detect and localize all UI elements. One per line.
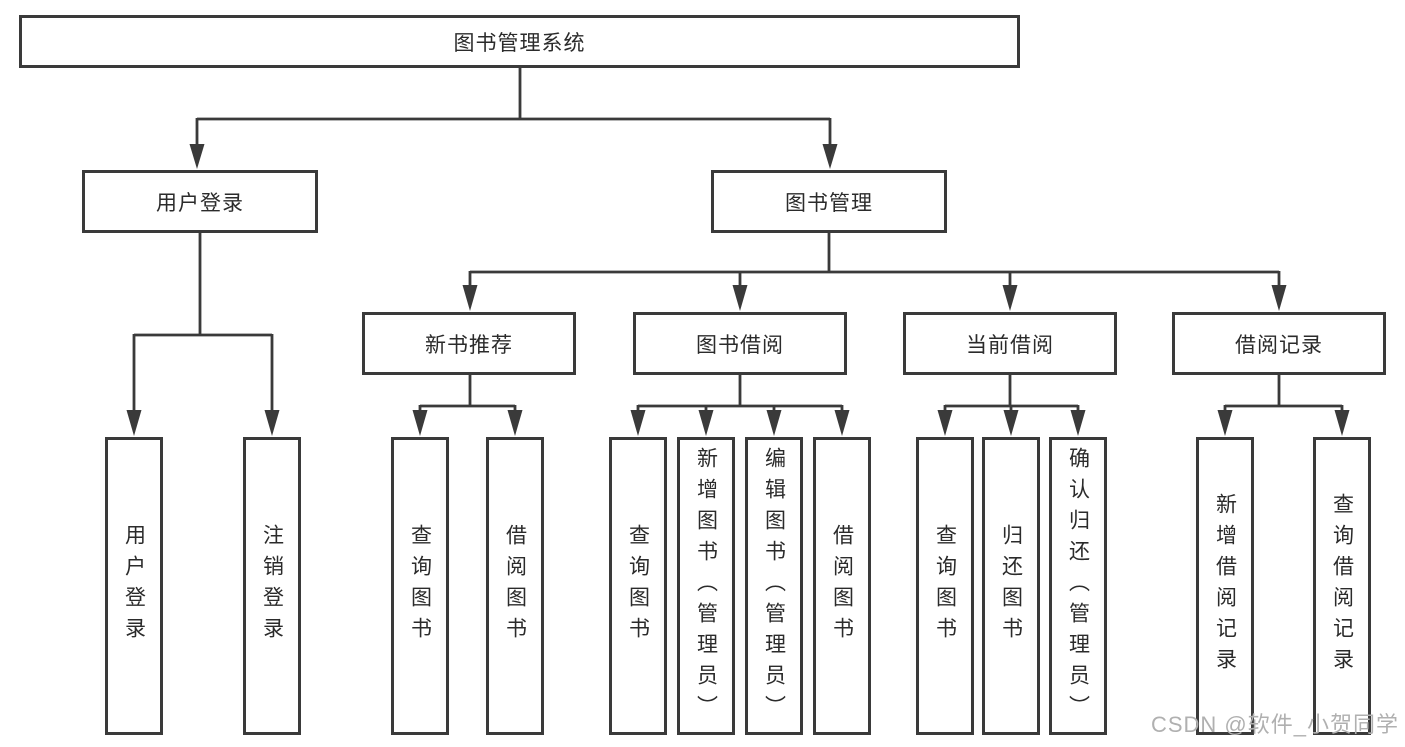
leaf-borrow-books-label: 借阅图书 <box>830 524 854 648</box>
leaf-query-books-recommend: 查询图书 <box>391 437 449 735</box>
arrowhead <box>822 144 838 169</box>
arrowhead <box>630 410 646 436</box>
arrowhead <box>264 410 280 436</box>
arrowhead <box>1334 410 1350 436</box>
leaf-return-books: 归还图书 <box>982 437 1040 735</box>
node-current-borrow: 当前借阅 <box>903 312 1117 375</box>
node-borrow-records: 借阅记录 <box>1172 312 1386 375</box>
node-new-book-recommend: 新书推荐 <box>362 312 576 375</box>
leaf-user-login-label: 用户登录 <box>122 524 146 648</box>
node-book-management-label: 图书管理 <box>785 191 873 215</box>
tree-edges <box>132 68 1344 412</box>
leaf-query-books-borrow-label: 查询图书 <box>626 524 650 648</box>
arrowhead <box>126 410 142 436</box>
arrowhead <box>1217 410 1233 436</box>
leaf-query-books-recommend-label: 查询图书 <box>408 524 432 648</box>
leaf-query-borrow-record-label: 查询借阅记录 <box>1330 493 1354 679</box>
leaf-user-login: 用户登录 <box>105 437 163 735</box>
arrowhead <box>462 285 478 311</box>
leaf-confirm-return-admin: 确认归还（管理员） <box>1049 437 1107 735</box>
leaf-logout: 注销登录 <box>243 437 301 735</box>
arrowhead <box>1070 410 1086 436</box>
arrowhead <box>1003 410 1019 436</box>
leaf-return-books-label: 归还图书 <box>999 524 1023 648</box>
arrowhead <box>507 410 523 436</box>
leaf-edit-books-admin-label: 编辑图书（管理员） <box>762 446 786 726</box>
leaf-query-books-current: 查询图书 <box>916 437 974 735</box>
csdn-watermark: CSDN @软件_小贺同学 <box>1150 712 1399 737</box>
node-root: 图书管理系统 <box>19 15 1020 68</box>
arrowheads <box>126 144 1350 436</box>
node-user-login-label: 用户登录 <box>156 191 244 215</box>
node-book-borrow-label: 图书借阅 <box>696 333 784 357</box>
leaf-edit-books-admin: 编辑图书（管理员） <box>745 437 803 735</box>
leaf-confirm-return-admin-label: 确认归还（管理员） <box>1066 446 1090 726</box>
leaf-borrow-books-recommend-label: 借阅图书 <box>503 524 527 648</box>
leaf-add-books-admin: 新增图书（管理员） <box>677 437 735 735</box>
leaf-query-books-current-label: 查询图书 <box>933 524 957 648</box>
leaf-logout-label: 注销登录 <box>260 524 284 648</box>
node-current-borrow-label: 当前借阅 <box>966 333 1054 357</box>
arrowhead <box>834 410 850 436</box>
arrowhead <box>189 144 205 169</box>
leaf-borrow-books: 借阅图书 <box>813 437 871 735</box>
node-new-book-recommend-label: 新书推荐 <box>425 333 513 357</box>
arrowhead <box>412 410 428 436</box>
arrowhead <box>937 410 953 436</box>
leaf-borrow-books-recommend: 借阅图书 <box>486 437 544 735</box>
leaf-add-borrow-record: 新增借阅记录 <box>1196 437 1254 735</box>
arrowhead <box>698 410 714 436</box>
leaf-query-books-borrow: 查询图书 <box>609 437 667 735</box>
leaf-query-borrow-record: 查询借阅记录 <box>1313 437 1371 735</box>
leaf-add-borrow-record-label: 新增借阅记录 <box>1213 493 1237 679</box>
node-book-borrow: 图书借阅 <box>633 312 847 375</box>
arrowhead <box>766 410 782 436</box>
arrowhead <box>732 285 748 311</box>
arrowhead <box>1271 285 1287 311</box>
node-user-login: 用户登录 <box>82 170 318 233</box>
node-book-management: 图书管理 <box>711 170 947 233</box>
arrowhead <box>1002 285 1018 311</box>
leaf-add-books-admin-label: 新增图书（管理员） <box>694 446 718 726</box>
node-borrow-records-label: 借阅记录 <box>1235 333 1323 357</box>
node-root-label: 图书管理系统 <box>453 31 586 55</box>
